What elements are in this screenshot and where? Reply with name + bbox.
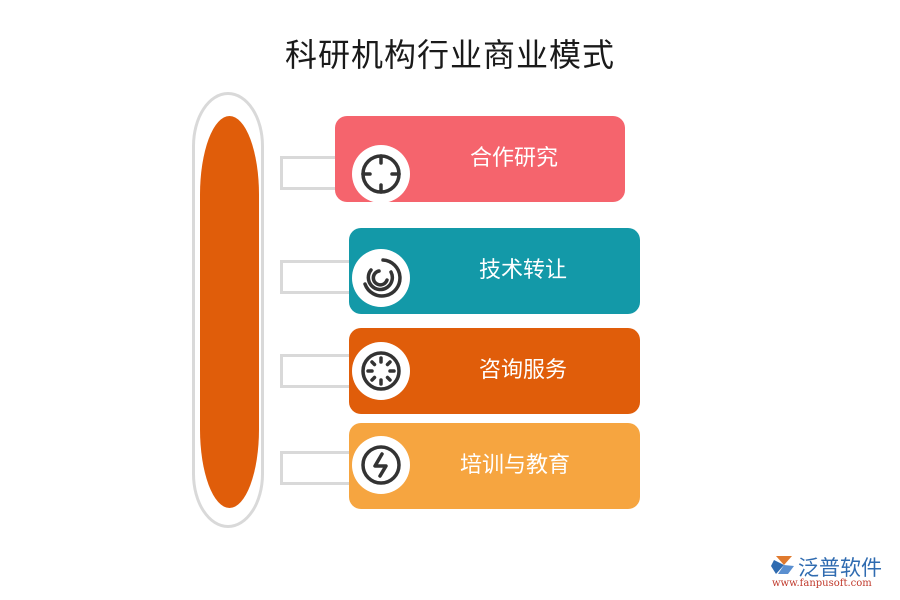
- card-label: 技术转让: [479, 258, 568, 283]
- brand-url: www.fanpusoft.com: [772, 578, 872, 589]
- card-label: 培训与教育: [460, 453, 571, 478]
- crosshair-icon: [352, 145, 410, 203]
- brand-name: 泛普软件: [798, 556, 882, 580]
- card-label: 咨询服务: [479, 358, 568, 383]
- capsule-outline: [192, 92, 264, 528]
- lightning-bolt-icon: [352, 436, 410, 494]
- brand-logo-icon: [771, 556, 794, 574]
- loading-spinner-icon: [352, 342, 410, 400]
- capsule-fill: [200, 116, 259, 508]
- card-label: 合作研究: [470, 146, 559, 171]
- diagram-title: 科研机构行业商业模式: [284, 36, 615, 74]
- spiral-rings-icon: [352, 249, 410, 307]
